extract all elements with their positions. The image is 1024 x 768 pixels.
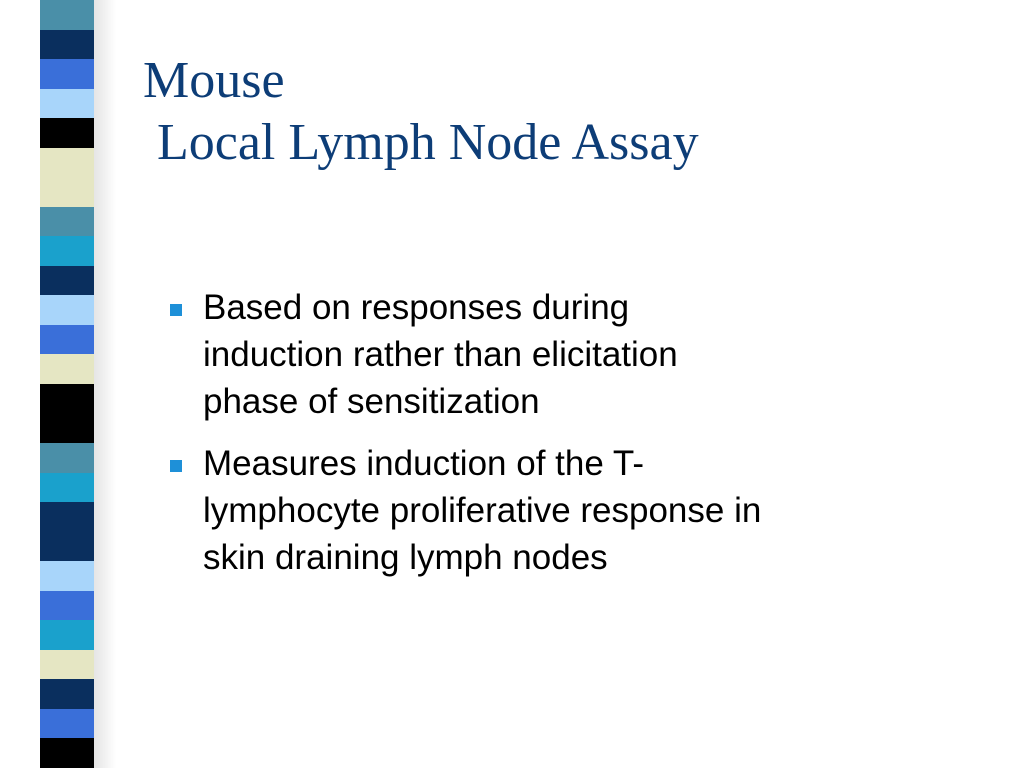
strip-block bbox=[40, 354, 94, 385]
bullet-text-line: phase of sensitization bbox=[203, 382, 540, 421]
strip-block bbox=[40, 502, 94, 533]
strip-block bbox=[40, 679, 94, 710]
bullet-item-1: Based on responses during induction rath… bbox=[168, 284, 968, 425]
strip-block bbox=[40, 324, 94, 356]
strip-block bbox=[40, 265, 94, 296]
slide-title-line-1: Mouse bbox=[143, 52, 285, 109]
strip-block bbox=[40, 443, 94, 474]
strip-block bbox=[40, 236, 94, 267]
slide-title-line-2: Local Lymph Node Assay bbox=[157, 114, 699, 171]
strip-block bbox=[40, 118, 94, 149]
strip-block bbox=[40, 561, 94, 592]
bullet-item-2: Measures induction of the T- lymphocyte … bbox=[168, 440, 968, 581]
decorative-left-strip bbox=[40, 0, 94, 768]
bullet-text-line: Based on responses during bbox=[203, 288, 630, 327]
strip-block bbox=[40, 295, 94, 326]
square-bullet-icon bbox=[170, 304, 182, 316]
strip-block bbox=[40, 59, 94, 90]
strip-block bbox=[40, 413, 94, 444]
strip-block bbox=[40, 649, 94, 680]
slide-title: Mouse Local Lymph Node Assay bbox=[143, 50, 699, 174]
strip-block bbox=[40, 620, 94, 651]
strip-block bbox=[40, 738, 94, 768]
strip-block bbox=[40, 147, 94, 178]
strip-block bbox=[40, 590, 94, 621]
strip-block bbox=[40, 472, 94, 503]
bullet-text-line: skin draining lymph nodes bbox=[203, 538, 608, 577]
bullet-list: Based on responses during induction rath… bbox=[168, 284, 968, 596]
bullet-text-line: lymphocyte proliferative response in bbox=[203, 491, 762, 530]
strip-block bbox=[40, 177, 94, 208]
strip-block bbox=[40, 0, 94, 31]
bullet-text-line: Measures induction of the T- bbox=[203, 444, 644, 483]
bullet-text-line: induction rather than elicitation bbox=[203, 335, 678, 374]
strip-block bbox=[40, 206, 94, 237]
strip-block bbox=[40, 531, 94, 562]
strip-block bbox=[40, 708, 94, 740]
strip-block bbox=[40, 88, 94, 119]
strip-block bbox=[40, 384, 94, 415]
strip-block bbox=[40, 29, 94, 60]
square-bullet-icon bbox=[170, 460, 182, 472]
